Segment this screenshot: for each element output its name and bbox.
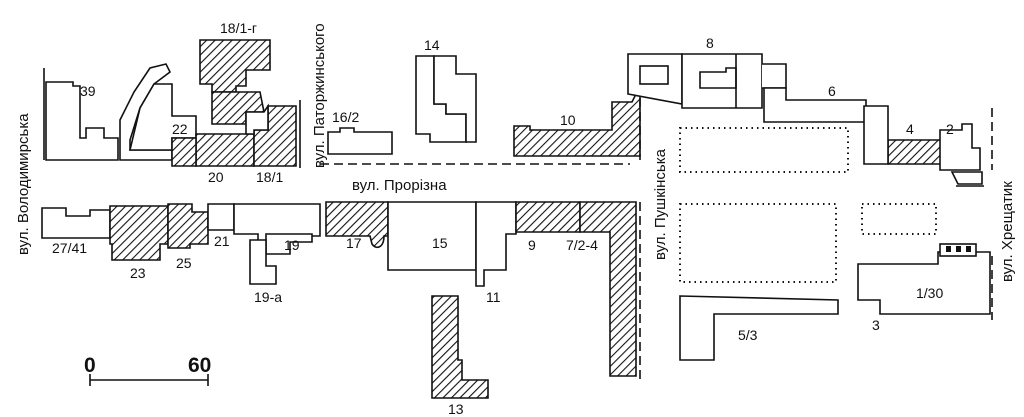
label-11: 11 — [486, 289, 501, 305]
building-16-2 — [327, 127, 393, 155]
label-4: 4 — [906, 121, 914, 137]
building-14-back — [433, 55, 477, 143]
label-10: 10 — [560, 112, 576, 128]
scale-end: 60 — [188, 354, 211, 377]
label-19: 19 — [284, 237, 300, 253]
building-1-30 — [857, 251, 991, 315]
label-8: 8 — [706, 35, 714, 51]
label-25: 25 — [176, 255, 192, 271]
building-19-a — [249, 239, 277, 285]
scale-start: 0 — [84, 354, 96, 377]
street-volodymyrska: вул. Володимирська — [15, 113, 32, 255]
label-13: 13 — [448, 401, 464, 417]
building-8-inner — [639, 65, 669, 85]
building-4-white — [863, 105, 889, 165]
building-27-41 — [41, 207, 111, 239]
plot-south-east-2 — [861, 203, 937, 235]
building-17 — [325, 201, 389, 249]
street-patorzhynskoho: вул. Паторжинського — [311, 23, 328, 168]
building-2 — [939, 123, 981, 171]
building-13 — [431, 295, 489, 399]
building-7-2-4 — [579, 201, 637, 377]
label-15: 15 — [432, 235, 448, 251]
building-25 — [167, 203, 209, 249]
label-17: 17 — [346, 235, 362, 251]
label-2: 2 — [946, 121, 954, 137]
building-10 — [513, 93, 641, 157]
label-39: 39 — [80, 83, 96, 99]
street-pushkinska: вул. Пушкінська — [652, 148, 669, 260]
building-18-1-g — [199, 39, 271, 93]
label-1-30: 1/30 — [916, 285, 943, 301]
building-11 — [475, 201, 517, 287]
building-6 — [763, 87, 867, 123]
label-19-a: 19-а — [254, 289, 282, 305]
building-21 — [207, 203, 235, 231]
building-1-30-pad2 — [956, 246, 961, 252]
building-23 — [109, 205, 169, 261]
label-27-41: 27/41 — [52, 240, 87, 256]
label-22: 22 — [172, 121, 188, 137]
scale-bar: 0 60 — [84, 354, 211, 386]
building-1-30-pad1 — [946, 246, 951, 252]
street-khreshchatyk: вул. Хрещатик — [999, 181, 1016, 282]
label-14: 14 — [424, 37, 440, 53]
label-6: 6 — [828, 83, 836, 99]
plot-south-east-1 — [679, 203, 837, 283]
building-1-30-pad3 — [966, 246, 971, 252]
building-20-left — [171, 137, 197, 167]
label-9: 9 — [528, 237, 536, 253]
label-18-1-g: 18/1-г — [220, 20, 257, 36]
label-20: 20 — [208, 169, 224, 185]
building-9 — [515, 201, 581, 233]
label-5-3: 5/3 — [738, 327, 758, 343]
building-5-3 — [679, 295, 839, 361]
building-39 — [45, 81, 119, 161]
label-3: 3 — [872, 317, 880, 333]
street-prorizna: вул. Прорізна — [352, 177, 447, 194]
label-23: 23 — [130, 265, 146, 281]
building-18-1-top — [245, 103, 269, 135]
label-21: 21 — [214, 233, 230, 249]
label-7-2-4: 7/2-4 — [566, 237, 598, 253]
building-2-steps — [950, 171, 984, 187]
label-16-2: 16/2 — [332, 109, 359, 125]
building-20 — [195, 133, 255, 167]
label-18-1: 18/1 — [256, 169, 283, 185]
plot-north-east — [679, 127, 849, 173]
building-4 — [887, 139, 943, 165]
